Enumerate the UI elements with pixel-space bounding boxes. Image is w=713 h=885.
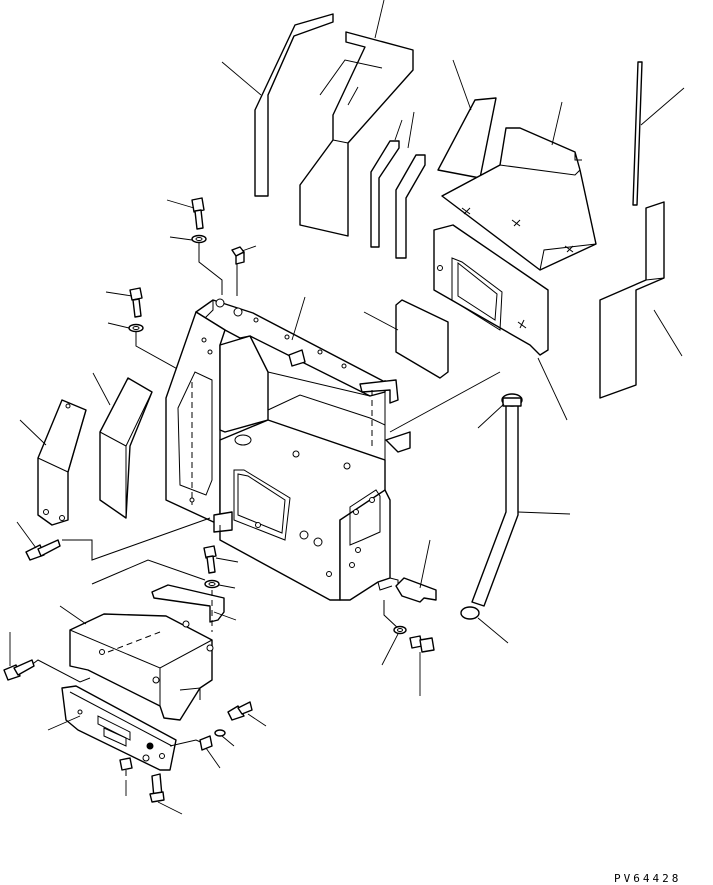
alignment-line-d xyxy=(62,517,211,561)
left-side-insulation-pad xyxy=(92,372,153,519)
side-insulation-pad xyxy=(599,201,683,399)
lower-console-housing xyxy=(59,605,214,721)
floor-mat-pad xyxy=(441,101,597,271)
operator-cab-frame xyxy=(165,298,411,601)
insulation-strip-b xyxy=(395,111,426,259)
side-window-panel xyxy=(433,224,568,421)
angle-bracket-right xyxy=(395,539,437,603)
washer-upper-b xyxy=(107,322,144,333)
bolt-upper-b xyxy=(105,287,143,318)
bolt-upper-a xyxy=(166,197,205,230)
grab-handle-pipe xyxy=(471,399,571,607)
washer-right xyxy=(381,625,407,666)
drawing-code: PV64428 xyxy=(614,872,682,885)
window-leader xyxy=(389,371,501,433)
rubber-seal-strip xyxy=(632,61,685,206)
panel-washer xyxy=(214,729,235,747)
insulation-pad-small xyxy=(437,59,497,179)
mounting-bracket xyxy=(151,584,237,623)
alignment-line-f xyxy=(29,659,91,683)
alignment-line-e xyxy=(91,559,206,585)
alignment-line-a xyxy=(198,243,223,295)
panel-screw-a xyxy=(119,757,133,796)
console-bolt xyxy=(3,632,35,681)
insulation-pad-center xyxy=(299,0,414,237)
panel-bolt-b xyxy=(149,773,183,815)
washer-upper-a xyxy=(169,234,207,244)
control-panel-plate xyxy=(47,685,177,771)
handle-cap-top xyxy=(477,393,523,429)
insulation-strip-a xyxy=(370,119,403,248)
nut-upper xyxy=(231,245,257,265)
handle-cap-bottom xyxy=(460,606,509,644)
alignment-line-h xyxy=(383,600,401,631)
panel-clip xyxy=(199,735,221,769)
insulation-pad-left xyxy=(221,13,334,197)
left-side-cover-plate xyxy=(19,399,87,526)
cover-bolt-left xyxy=(16,521,61,561)
bolt-lower xyxy=(203,545,239,574)
washer-lower xyxy=(204,579,236,589)
window-glass-pane xyxy=(363,299,449,379)
bolt-right xyxy=(409,635,435,696)
frame-leader xyxy=(291,296,306,341)
panel-bolt-c xyxy=(227,701,267,727)
